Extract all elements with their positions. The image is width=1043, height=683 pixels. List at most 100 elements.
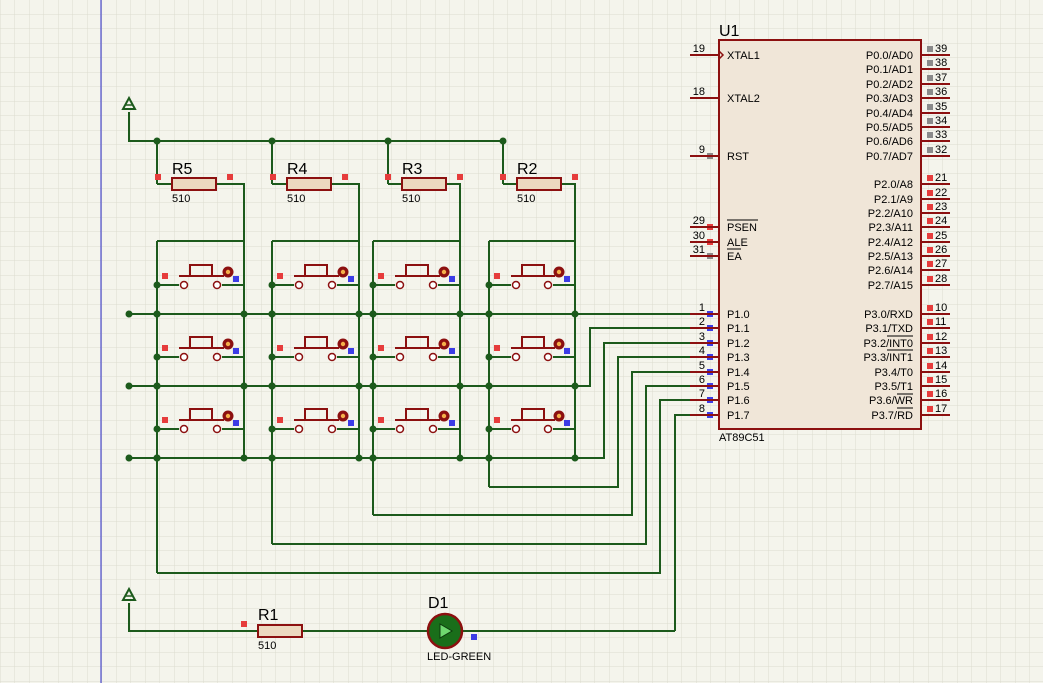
junction-dot bbox=[571, 454, 579, 462]
pin-name: PSEN bbox=[727, 222, 757, 234]
r1-value-label: 510 bbox=[258, 640, 276, 652]
pin-number: 23 bbox=[935, 201, 947, 213]
pin-name: P3.1/TXD bbox=[865, 323, 913, 335]
pin-name: P1.5 bbox=[727, 381, 750, 393]
pin-name: EA bbox=[727, 251, 742, 263]
pin-number: 18 bbox=[693, 86, 705, 98]
pin-state-marker bbox=[494, 345, 500, 351]
pin-state-marker bbox=[927, 261, 933, 267]
pin-state-marker bbox=[927, 190, 933, 196]
pin-name: P2.5/A13 bbox=[868, 251, 913, 263]
pin-name: P1.4 bbox=[727, 367, 750, 379]
pin-state-marker bbox=[927, 363, 933, 369]
wire bbox=[157, 399, 705, 574]
junction-dot bbox=[153, 454, 161, 462]
wire bbox=[373, 371, 705, 516]
pin-name: P0.2/AD2 bbox=[866, 79, 913, 91]
switch-indicator-core bbox=[556, 341, 562, 347]
led-arrow bbox=[439, 623, 453, 639]
r2-value-label: 510 bbox=[517, 193, 535, 205]
pin-state-marker bbox=[471, 634, 477, 640]
pin-name: P0.1/AD1 bbox=[866, 64, 913, 76]
pin-name: P1.7 bbox=[727, 410, 750, 422]
switch-contact bbox=[179, 352, 189, 362]
pin-number: 10 bbox=[935, 302, 947, 314]
switch-contact bbox=[428, 352, 438, 362]
pin-state-marker bbox=[378, 417, 384, 423]
wire bbox=[272, 385, 705, 545]
r1-ref-label: R1 bbox=[258, 607, 279, 624]
pin-state-marker bbox=[449, 276, 455, 282]
pin-name: P2.7/A15 bbox=[868, 280, 913, 292]
pin-number: 35 bbox=[935, 101, 947, 113]
pin-name: P3.0/RXD bbox=[864, 309, 913, 321]
pin-number: 2 bbox=[699, 316, 705, 328]
wire bbox=[489, 183, 576, 242]
pin-state-marker bbox=[277, 417, 283, 423]
chip-part-label: AT89C51 bbox=[719, 432, 765, 444]
pin-name: XTAL1 bbox=[727, 50, 760, 62]
pin-name: P3.7/RD bbox=[871, 410, 913, 422]
switch-contact bbox=[294, 280, 304, 290]
pin-number: 6 bbox=[699, 374, 705, 386]
switch-contact bbox=[212, 280, 222, 290]
pin-number: 29 bbox=[693, 215, 705, 227]
microcontroller-u1[interactable]: U1 AT89C51 19XTAL118XTAL29RST29PSEN30ALE… bbox=[690, 23, 950, 444]
pin-name: P2.3/A11 bbox=[869, 222, 913, 234]
r4-ref-label: R4 bbox=[287, 161, 308, 178]
pin-name: P0.6/AD6 bbox=[866, 136, 913, 148]
switch-contact bbox=[428, 424, 438, 434]
d1-part-label: LED-GREEN bbox=[427, 651, 491, 663]
pin-name: P1.3 bbox=[727, 352, 750, 364]
switch-button-cap bbox=[405, 336, 429, 349]
pin-state-marker bbox=[277, 273, 283, 279]
pin-state-marker bbox=[927, 334, 933, 340]
switch-button-cap bbox=[189, 336, 213, 349]
chip-pins: 19XTAL118XTAL29RST29PSEN30ALE31EA1P1.02P… bbox=[690, 43, 950, 422]
pin-number: 24 bbox=[935, 215, 947, 227]
junction-dot bbox=[268, 454, 276, 462]
pin-state-marker bbox=[233, 276, 239, 282]
switch-contact bbox=[179, 424, 189, 434]
switch-button-cap bbox=[521, 336, 545, 349]
junction-dot bbox=[369, 382, 377, 390]
pin-state-marker bbox=[564, 420, 570, 426]
resistor-body bbox=[401, 177, 447, 191]
switch-contact bbox=[327, 280, 337, 290]
switch-button-cap bbox=[304, 264, 328, 277]
pin-number: 16 bbox=[935, 388, 947, 400]
r2-ref-label: R2 bbox=[517, 161, 538, 178]
power-symbol bbox=[121, 95, 137, 110]
pin-state-marker bbox=[241, 621, 247, 627]
pin-state-marker bbox=[927, 233, 933, 239]
pin-state-marker bbox=[564, 276, 570, 282]
components-layer bbox=[121, 46, 933, 650]
pin-number: 5 bbox=[699, 360, 705, 372]
pin-state-marker bbox=[270, 174, 276, 180]
pin-state-marker bbox=[927, 391, 933, 397]
d1-ref-label: D1 bbox=[428, 595, 449, 612]
pin-state-marker bbox=[572, 174, 578, 180]
wire bbox=[128, 603, 258, 632]
pin-state-marker bbox=[227, 174, 233, 180]
switch-button-cap bbox=[405, 264, 429, 277]
pin-state-marker bbox=[927, 89, 933, 95]
pin-state-marker bbox=[162, 345, 168, 351]
pin-state-marker bbox=[927, 247, 933, 253]
switch-indicator-core bbox=[225, 341, 231, 347]
junction-dot bbox=[485, 454, 493, 462]
pin-state-marker bbox=[927, 118, 933, 124]
r5-ref-label: R5 bbox=[172, 161, 193, 178]
switch-contact bbox=[395, 424, 405, 434]
power-symbol bbox=[121, 586, 137, 601]
pin-state-marker bbox=[233, 420, 239, 426]
pin-number: 4 bbox=[699, 345, 705, 357]
switch-button-cap bbox=[521, 264, 545, 277]
pin-number: 28 bbox=[935, 273, 947, 285]
pin-name: P1.1 bbox=[727, 323, 750, 335]
pin-number: 8 bbox=[699, 403, 705, 415]
pin-state-marker bbox=[927, 147, 933, 153]
switch-indicator-core bbox=[340, 413, 346, 419]
junction-dot bbox=[571, 310, 579, 318]
